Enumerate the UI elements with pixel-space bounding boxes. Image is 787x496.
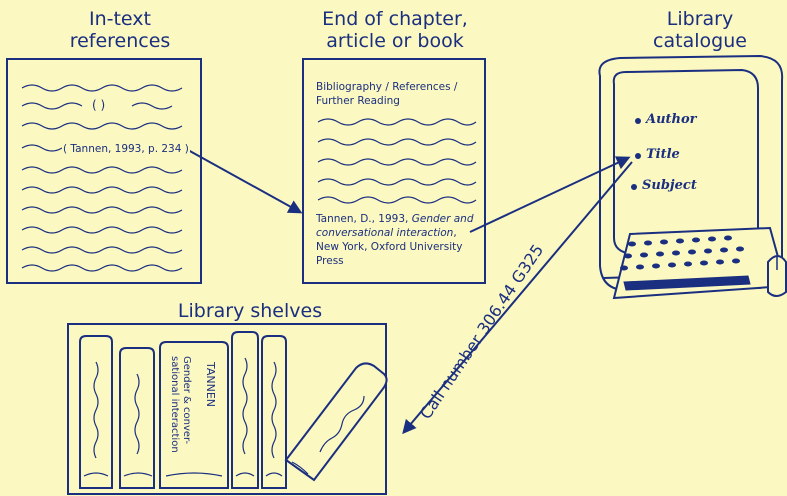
catalogue-item-title: Title [646, 147, 680, 162]
arrow-in-text-to-reference [188, 150, 300, 212]
book-spine-title: Gender & conver- sational interaction [168, 356, 192, 476]
catalogue-item-author: Author [646, 112, 697, 127]
computer-drawing [599, 56, 786, 298]
reference-wavy-lines [318, 119, 476, 203]
bookshelf-drawing [68, 324, 387, 494]
in-text-citation: ( Tannen, 1993, p. 234 ) [62, 142, 190, 156]
book-spine-author: TANNEN [204, 362, 216, 407]
reference-entry-author-year: Tannen, D., 1993, [316, 213, 412, 225]
catalogue-item-subject: Subject [642, 178, 697, 193]
parenthesis-placeholder: ( ) [92, 98, 105, 112]
in-text-wavy-lines [22, 85, 182, 271]
bibliography-header: Bibliography / References / Further Read… [316, 80, 476, 108]
reference-entry: Tannen, D., 1993, Gender and conversatio… [316, 212, 480, 268]
